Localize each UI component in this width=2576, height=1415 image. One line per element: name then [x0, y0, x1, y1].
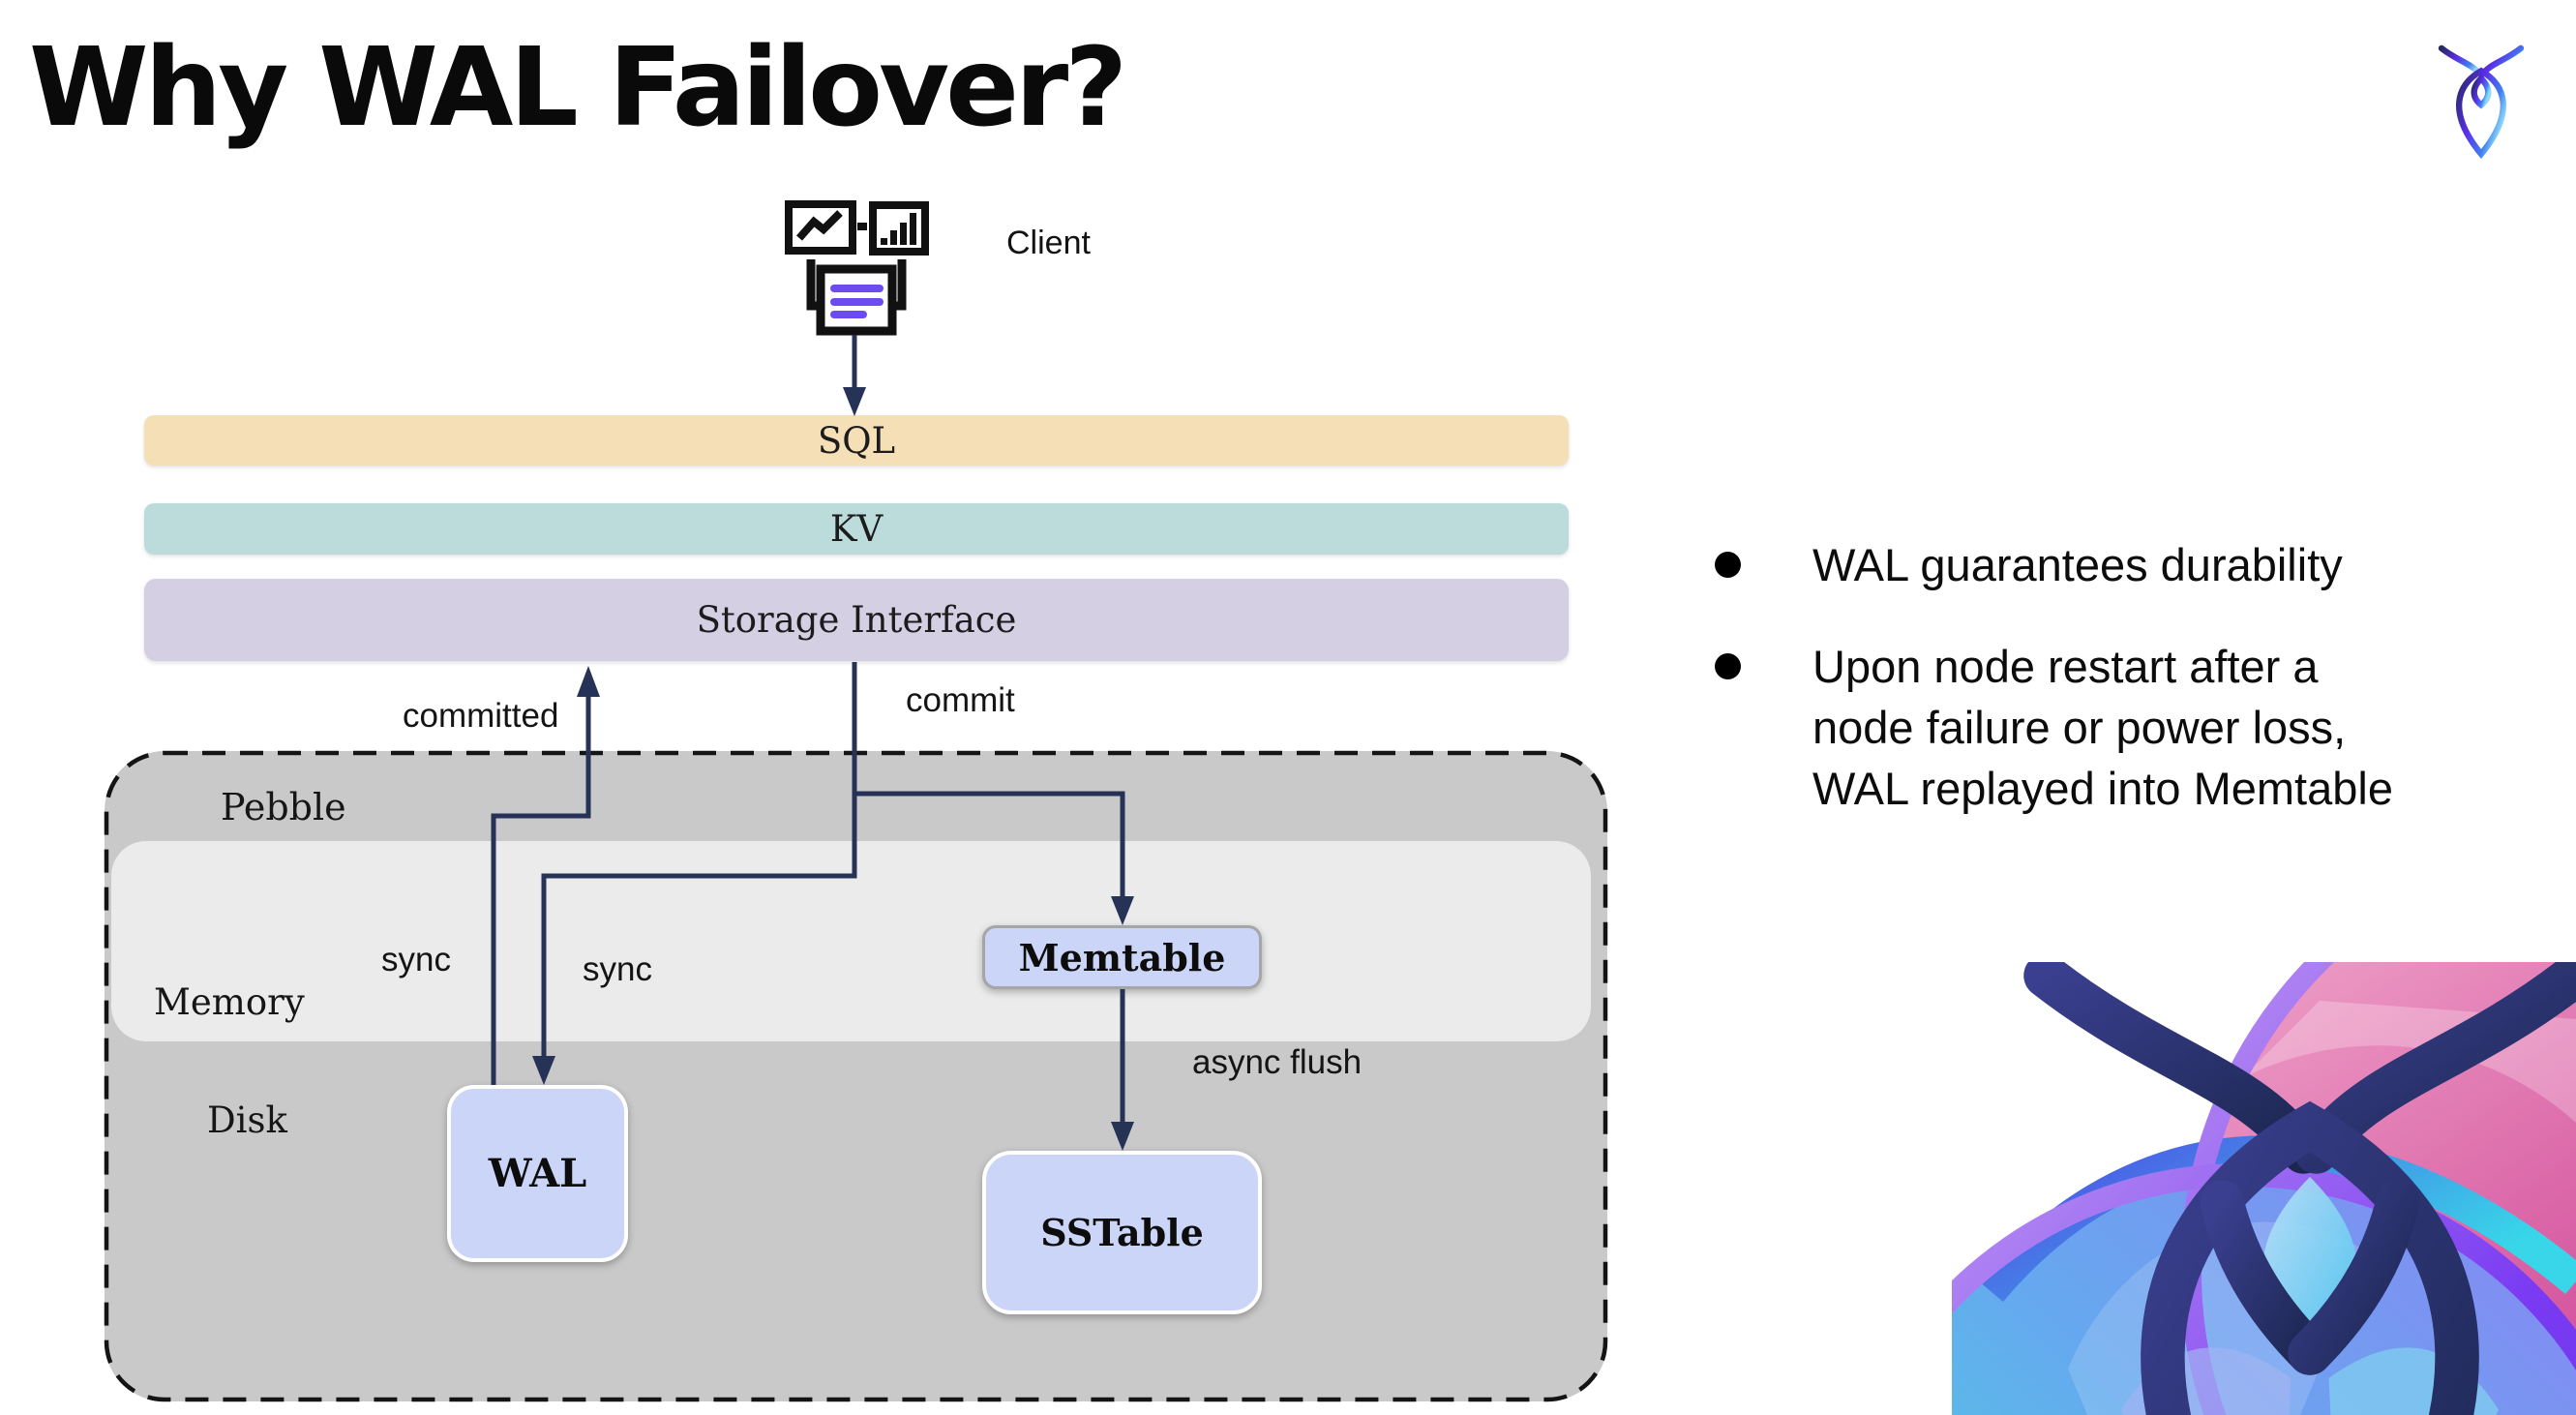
layer-sql: SQL [144, 415, 1569, 466]
client-workstation-icon [785, 200, 929, 336]
edge-label-sync-committed-path: sync [381, 941, 451, 978]
art-roach-glyph [2023, 962, 2576, 1415]
bullet-item: WAL guarantees durability [1709, 534, 2561, 595]
sstable-box-label: SSTable [1040, 1211, 1204, 1254]
wal-box-label: WAL [488, 1151, 587, 1196]
bullet-text: WAL guarantees durability [1812, 539, 2343, 590]
line-chart-icon [785, 200, 856, 255]
arrowhead-sql [843, 387, 866, 416]
layer-kv: KV [144, 503, 1569, 555]
memtable-box: Memtable [982, 925, 1262, 989]
edge-label-commit: commit [906, 681, 1015, 719]
memory-band [111, 841, 1591, 1041]
cockroachdb-logo-icon [2438, 45, 2525, 160]
sstable-box: SSTable [982, 1151, 1262, 1314]
page-title: Why WAL Failover? [29, 25, 1127, 151]
bullet-list: WAL guarantees durability Upon node rest… [1709, 534, 2561, 859]
pebble-label: Pebble [221, 786, 346, 828]
edge-label-sync-commit-path: sync [583, 950, 652, 988]
bar-chart-bars [881, 213, 916, 245]
bullet-text: Upon node restart after a node failure o… [1812, 641, 2393, 814]
cockroachdb-brand-art [1952, 962, 2576, 1415]
layer-sql-label: SQL [817, 419, 896, 462]
document-text-lines [830, 285, 884, 318]
client-label: Client [1006, 225, 1091, 261]
layer-storage-interface-label: Storage Interface [696, 599, 1017, 641]
memory-label: Memory [154, 981, 305, 1023]
memtable-box-label: Memtable [1018, 935, 1226, 979]
bullet-item: Upon node restart after a node failure o… [1709, 636, 2561, 819]
bullet-dot-icon [1715, 552, 1741, 578]
layer-kv-label: KV [829, 508, 884, 550]
edge-label-async-flush: async flush [1192, 1043, 1363, 1081]
layer-storage-interface: Storage Interface [144, 579, 1569, 661]
disk-label: Disk [207, 1099, 287, 1141]
arrowhead-storage [577, 666, 600, 697]
wal-box: WAL [447, 1085, 628, 1262]
bullet-dot-icon [1715, 653, 1741, 679]
edge-label-committed: committed [403, 697, 559, 735]
